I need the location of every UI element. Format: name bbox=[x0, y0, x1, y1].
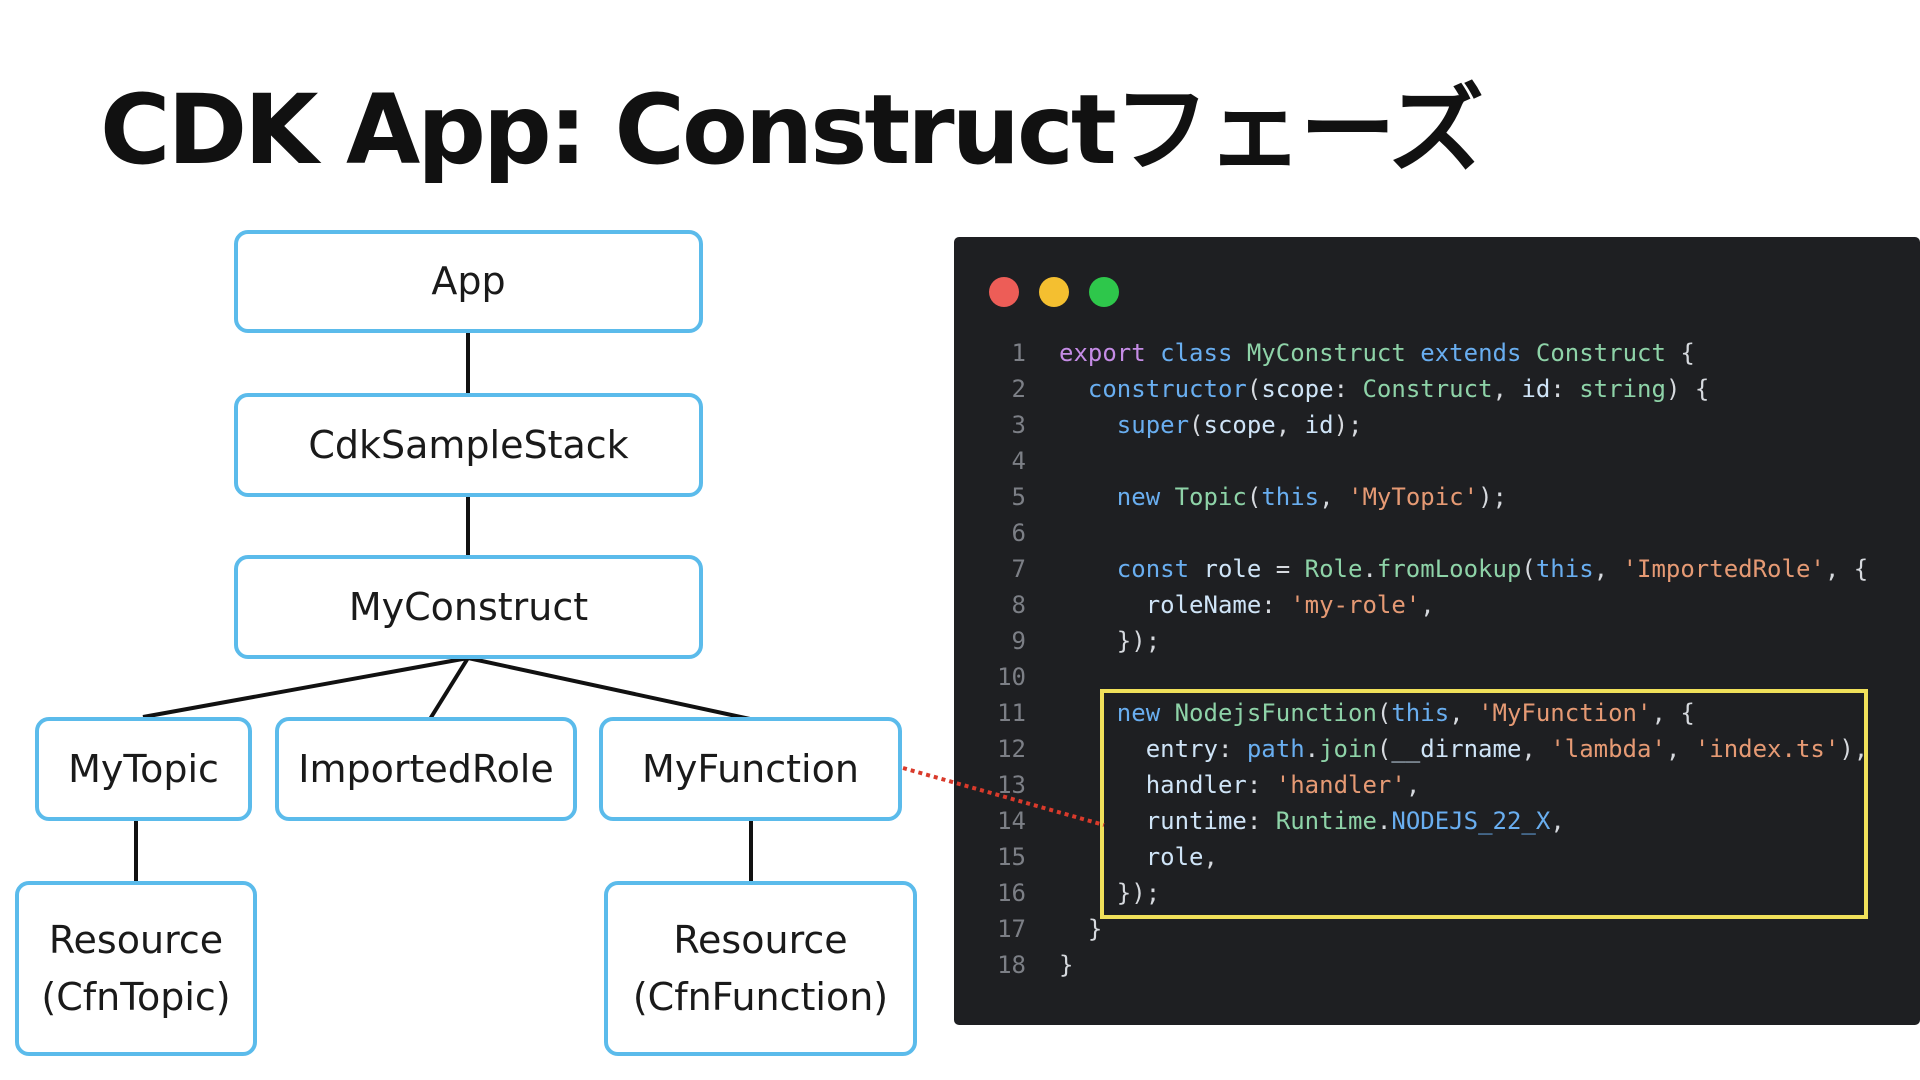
code-text: const role = Role.fromLookup(this, 'Impo… bbox=[1116, 555, 1869, 583]
node-my-construct-label: MyConstruct bbox=[348, 584, 589, 629]
line-number: 5 bbox=[1011, 483, 1026, 511]
code-text: new NodejsFunction(this, 'MyFunction', { bbox=[1116, 699, 1695, 727]
code-text: } bbox=[1059, 915, 1103, 943]
slide-title: CDK App: Constructフェーズ bbox=[100, 74, 1484, 186]
line-number: 11 bbox=[997, 699, 1026, 727]
line-number: 13 bbox=[997, 771, 1026, 799]
node-my-topic-label: MyTopic bbox=[68, 746, 219, 791]
code-text: constructor(scope: Construct, id: string… bbox=[1087, 375, 1710, 403]
code-text: new Topic(this, 'MyTopic'); bbox=[1116, 483, 1507, 511]
code-text: export class MyConstruct extends Constru… bbox=[1059, 339, 1695, 367]
node-my-function-label: MyFunction bbox=[642, 746, 859, 791]
window-close-button[interactable] bbox=[989, 277, 1019, 307]
line-number: 4 bbox=[1011, 447, 1026, 475]
node-function-resource: Resource (CfnFunction) bbox=[604, 881, 917, 1056]
node-imported-role: ImportedRole bbox=[275, 717, 577, 821]
connector-construct-topic bbox=[142, 656, 469, 719]
node-cdk-sample-stack: CdkSampleStack bbox=[234, 393, 703, 497]
node-my-function: MyFunction bbox=[599, 717, 902, 821]
line-number: 16 bbox=[997, 879, 1026, 907]
line-number: 17 bbox=[997, 915, 1026, 943]
window-maximize-button[interactable] bbox=[1089, 277, 1119, 307]
code-text: }); bbox=[1059, 879, 1161, 907]
highlight-box bbox=[1100, 689, 1868, 919]
code-text: role, bbox=[1145, 843, 1218, 871]
node-my-topic: MyTopic bbox=[35, 717, 252, 821]
line-number: 18 bbox=[997, 951, 1026, 979]
code-text: runtime: Runtime.NODEJS_22_X, bbox=[1145, 807, 1565, 835]
node-topic-resource-type: (CfnTopic) bbox=[41, 974, 231, 1019]
node-app-label: App bbox=[431, 259, 506, 303]
line-number: 9 bbox=[1011, 627, 1026, 655]
line-number: 6 bbox=[1011, 519, 1026, 547]
window-minimize-button[interactable] bbox=[1039, 277, 1069, 307]
line-number: 3 bbox=[1011, 411, 1026, 439]
node-imported-role-label: ImportedRole bbox=[298, 746, 554, 791]
node-topic-resource: Resource (CfnTopic) bbox=[15, 881, 257, 1056]
code-text: }); bbox=[1059, 627, 1161, 655]
line-number: 14 bbox=[997, 807, 1026, 835]
line-number: 8 bbox=[1011, 591, 1026, 619]
node-function-resource-label: Resource bbox=[673, 917, 848, 962]
node-cdk-sample-stack-label: CdkSampleStack bbox=[308, 422, 629, 467]
node-app: App bbox=[234, 230, 703, 333]
code-text: roleName: 'my-role', bbox=[1145, 591, 1435, 619]
line-number: 12 bbox=[997, 735, 1026, 763]
connector-construct-function bbox=[467, 656, 751, 721]
code-text: entry: path.join(__dirname, 'lambda', 'i… bbox=[1145, 735, 1869, 763]
line-number: 2 bbox=[1011, 375, 1026, 403]
code-text: super(scope, id); bbox=[1116, 411, 1363, 439]
node-function-resource-type: (CfnFunction) bbox=[632, 974, 889, 1019]
node-my-construct: MyConstruct bbox=[234, 555, 703, 659]
line-number: 10 bbox=[997, 663, 1026, 691]
code-text: handler: 'handler', bbox=[1145, 771, 1421, 799]
code-window: 1 export class MyConstruct extends Constr… bbox=[954, 237, 1920, 1025]
line-number: 1 bbox=[1011, 339, 1026, 367]
line-number: 15 bbox=[997, 843, 1026, 871]
code-text: } bbox=[1059, 951, 1074, 979]
connector-construct-role bbox=[428, 656, 470, 721]
node-topic-resource-label: Resource bbox=[48, 917, 224, 962]
line-number: 7 bbox=[1011, 555, 1026, 583]
